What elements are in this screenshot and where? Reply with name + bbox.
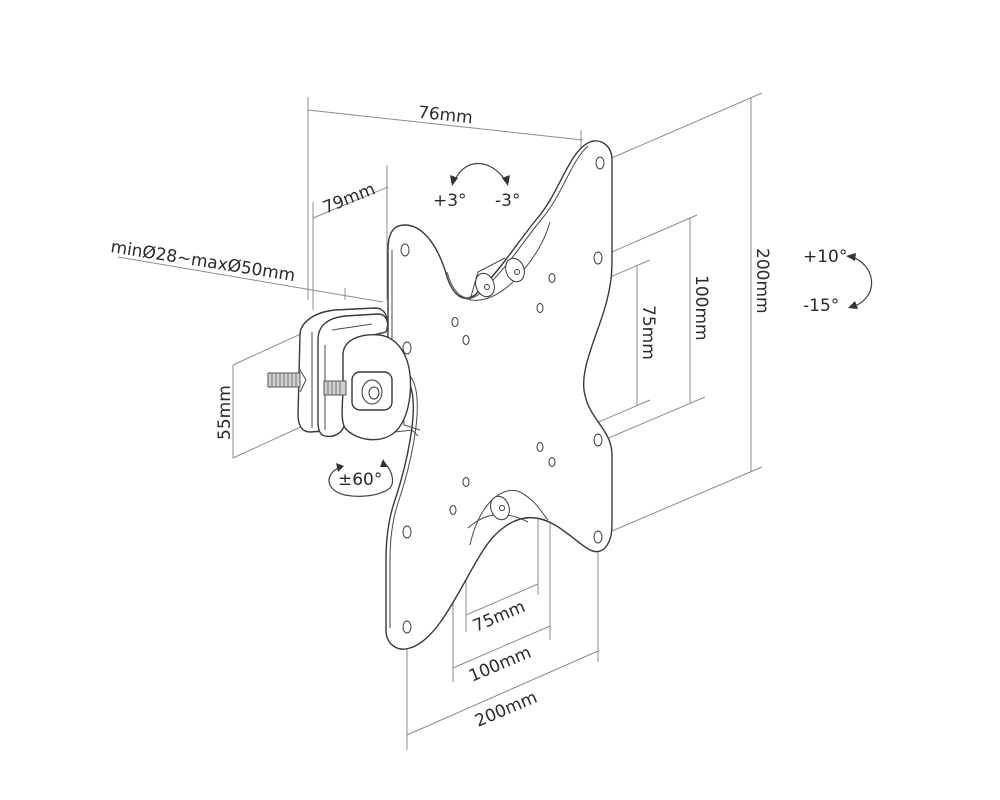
dimension-55mm: 55mm — [215, 331, 306, 459]
swivel-indicator: +3° -3° — [433, 163, 520, 211]
dimension-200mm-vertical: 200mm — [597, 92, 772, 538]
label-75mm-horizontal: 75mm — [470, 597, 528, 637]
label-tilt-plus: +10° — [803, 247, 847, 267]
dimension-79mm: 79mm — [312, 165, 389, 310]
dimension-pole-diameter: minØ28~maxØ50mm — [109, 237, 384, 303]
label-tilt-minus: -15° — [803, 296, 839, 316]
plate-holes — [400, 156, 605, 634]
label-100mm-vertical: 100mm — [691, 275, 711, 341]
label-rotation: ±60° — [338, 470, 382, 490]
label-swivel-plus: +3° — [433, 191, 467, 211]
label-pole-diameter: minØ28~maxØ50mm — [109, 237, 296, 286]
label-55mm: 55mm — [215, 385, 235, 440]
label-200mm-vertical: 200mm — [752, 248, 772, 314]
bolt-back — [267, 369, 307, 393]
pole-clamp — [267, 307, 419, 441]
tilt-indicator: +10° -15° — [803, 247, 873, 316]
label-76mm: 76mm — [417, 103, 474, 129]
label-79mm: 79mm — [320, 179, 378, 218]
label-200mm-horizontal: 200mm — [472, 688, 540, 732]
rotation-indicator: ±60° — [328, 459, 394, 497]
bolt-front — [323, 380, 347, 396]
label-75mm-vertical: 75mm — [638, 305, 658, 360]
mounting-plate — [385, 140, 613, 650]
label-100mm-horizontal: 100mm — [466, 643, 534, 687]
label-swivel-minus: -3° — [495, 191, 520, 211]
